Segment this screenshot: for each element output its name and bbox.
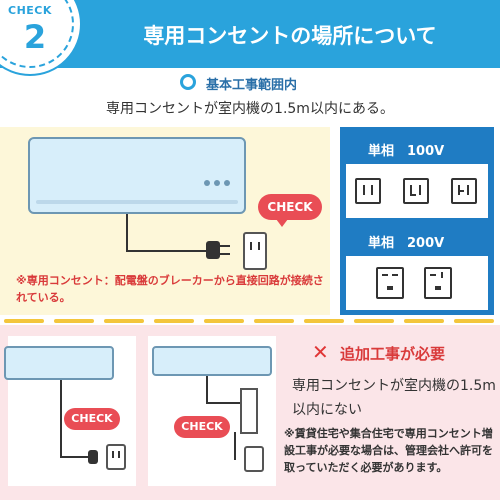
single-phase-200v-label: 単相 200V (368, 236, 445, 251)
power-cable (206, 376, 208, 404)
outlet-slot (363, 185, 365, 195)
outlet-slot (392, 274, 398, 276)
outlet-slot (419, 185, 421, 195)
outlet-100v-icon (355, 178, 381, 204)
outlet-icon (244, 446, 264, 472)
outlet-slot (258, 242, 260, 250)
ac-indicator-dot (204, 180, 210, 186)
power-cable (126, 214, 128, 252)
basic-scope-description: 専用コンセントが室内機の1.5m以内にある。 (106, 101, 394, 117)
outlet-slot (467, 185, 469, 195)
outlet-slot (250, 242, 252, 250)
outlet-slot (371, 185, 373, 195)
divider-dash (254, 319, 294, 323)
header-band (0, 0, 500, 68)
outlet-slot (112, 451, 114, 458)
circle-ok-icon (180, 74, 196, 90)
outlet-icon (106, 444, 126, 470)
dedicated-outlet-note: ※専用コンセント：配電盤のブレーカーから直接回路が接続されている。 (16, 274, 324, 304)
additional-work-description: 専用コンセントが室内機の1.5m以内にない (292, 378, 496, 418)
plug-icon (206, 241, 220, 259)
divider-dash (4, 319, 44, 323)
divider-dash (154, 319, 194, 323)
plug-icon (88, 450, 98, 464)
divider-dash (204, 319, 244, 323)
outlet-slot (435, 286, 441, 290)
outlet-slot (458, 190, 464, 192)
divider-dash (104, 319, 144, 323)
air-conditioner-icon (152, 346, 272, 376)
check-badge-label: CHECK (8, 4, 52, 17)
check-bubble: CHECK (174, 416, 230, 438)
check-bubble-tail (276, 219, 288, 227)
outlet-slot (387, 286, 393, 290)
basic-scope-title: 基本工事範囲内 (206, 78, 298, 93)
breaker-panel-icon (240, 388, 258, 434)
check-bubble: CHECK (64, 408, 120, 430)
outlet-icon (243, 232, 267, 270)
power-cable (234, 432, 236, 460)
air-conditioner-vent (36, 200, 238, 204)
outlet-100v-ground-icon (451, 178, 477, 204)
divider-dash (404, 319, 444, 323)
outlet-slot (441, 272, 443, 278)
outlet-200v-row (346, 256, 488, 310)
power-cable (60, 380, 62, 458)
cross-icon: ✕ (312, 340, 329, 364)
ac-indicator-dot (224, 180, 230, 186)
plug-prong (220, 245, 230, 247)
outlet-slot (118, 451, 120, 458)
power-cable (206, 402, 240, 404)
power-cable (126, 250, 210, 252)
divider-dash (354, 319, 394, 323)
outlet-slot (382, 274, 388, 276)
outlet-slot (410, 185, 412, 195)
check-badge-number: 2 (23, 18, 47, 56)
outlet-200v-icon (424, 267, 452, 299)
divider-dash (54, 319, 94, 323)
plug-prong (220, 253, 230, 255)
additional-work-title: 追加工事が必要 (340, 345, 446, 363)
outlet-100v-ground-icon (403, 178, 429, 204)
divider-dash (304, 319, 344, 323)
check-bubble: CHECK (258, 194, 322, 220)
power-cable (60, 456, 90, 458)
single-phase-100v-label: 単相 100V (368, 144, 445, 159)
ac-indicator-dot (214, 180, 220, 186)
rental-housing-note: ※賃貸住宅や集合住宅で専用コンセント増設工事が必要な場合は、管理会社へ許可を取っ… (284, 427, 493, 474)
outlet-slot (430, 274, 436, 276)
page-title: 専用コンセントの場所について (143, 24, 437, 48)
air-conditioner-icon (4, 346, 114, 380)
outlet-slot (410, 194, 416, 196)
outlet-200v-icon (376, 267, 404, 299)
divider-dash (454, 319, 494, 323)
